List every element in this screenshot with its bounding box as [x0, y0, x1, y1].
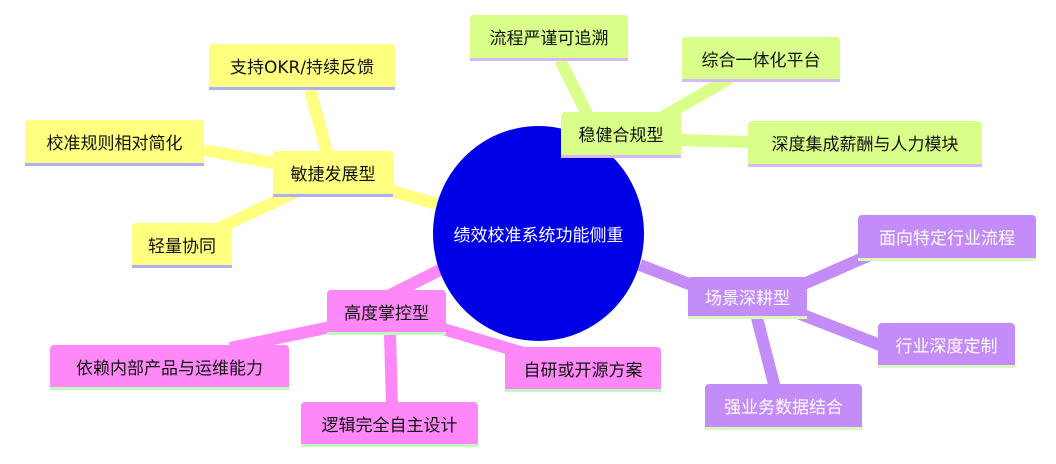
- connector: [384, 334, 398, 406]
- leaf-light-collab[interactable]: 轻量协同: [132, 223, 232, 268]
- leaf-internal-ops[interactable]: 依赖内部产品与运维能力: [50, 345, 289, 390]
- branch-control[interactable]: 高度掌控型: [327, 290, 446, 335]
- branch-agile[interactable]: 敏捷发展型: [273, 151, 393, 197]
- leaf-traceable[interactable]: 流程严谨可追溯: [470, 15, 628, 61]
- leaf-industry-custom[interactable]: 行业深度定制: [878, 323, 1015, 368]
- branch-scenario[interactable]: 场景深耕型: [688, 277, 807, 319]
- connector: [751, 316, 781, 390]
- leaf-industry-flow[interactable]: 面向特定行业流程: [858, 215, 1036, 261]
- connector: [679, 134, 749, 148]
- leaf-self-open-source[interactable]: 自研或开源方案: [505, 347, 661, 392]
- leaf-simple-rules[interactable]: 校准规则相对简化: [25, 120, 204, 166]
- central-topic[interactable]: 绩效校准系统功能侧重: [433, 126, 644, 341]
- leaf-self-design[interactable]: 逻辑完全自主设计: [301, 402, 478, 447]
- leaf-integrated-platform[interactable]: 综合一体化平台: [682, 37, 840, 82]
- leaf-okr-feedback[interactable]: 支持OKR/持续反馈: [209, 44, 395, 90]
- connector: [228, 319, 342, 354]
- leaf-payroll-hr[interactable]: 深度集成薪酬与人力模块: [748, 121, 982, 167]
- branch-compliance[interactable]: 稳健合规型: [561, 112, 681, 158]
- leaf-business-data[interactable]: 强业务数据结合: [705, 384, 862, 430]
